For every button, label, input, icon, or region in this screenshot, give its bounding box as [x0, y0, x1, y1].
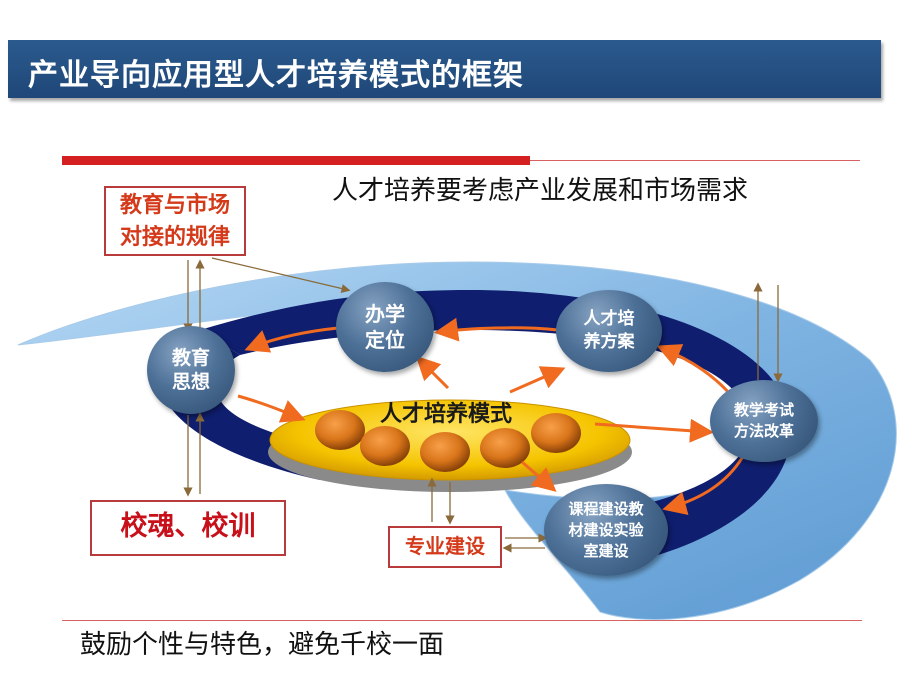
arrow-core-to-plan	[509, 366, 566, 394]
core-ball	[420, 432, 470, 472]
arrow-thought-to-core	[237, 394, 306, 423]
core-balls	[315, 410, 581, 472]
arrow-core-to-position	[415, 355, 450, 390]
page-title: 产业导向应用型人才培养模式的框架	[28, 58, 524, 93]
core-ball	[480, 428, 530, 468]
core-ball	[360, 426, 410, 466]
core-ball	[315, 410, 365, 450]
major-box: 专业建设	[388, 526, 502, 568]
node-course-construction-label: 课程建设教材建设实验室建设	[568, 499, 644, 560]
footer-text: 鼓励个性与特色，避免千校一面	[80, 630, 445, 660]
bottom-divider	[62, 620, 862, 621]
edu-market-label: 教育与市场对接的规律	[119, 193, 230, 250]
title-bar: 产业导向应用型人才培养模式的框架	[8, 40, 881, 98]
node-course-construction: 课程建设教材建设实验室建设	[544, 484, 668, 576]
node-training-plan: 人才培养方案	[556, 290, 662, 372]
arrow-core-to-course	[521, 460, 557, 492]
flow-arrows	[237, 317, 744, 515]
arrow-position-to-thought	[244, 326, 339, 353]
node-training-plan-label: 人才培养方案	[583, 309, 635, 352]
inner-band	[200, 290, 791, 560]
arrow-plan-to-position	[434, 317, 559, 342]
top-divider	[530, 160, 860, 161]
node-school-position-label: 办学定位	[365, 302, 405, 352]
subtitle: 人才培养要考虑产业发展和市场需求	[332, 176, 749, 206]
node-exam-reform: 教学考试方法改革	[710, 380, 818, 462]
node-exam-reform-label: 教学考试方法改革	[733, 401, 794, 440]
school-soul-box: 校魂、校训	[90, 500, 286, 556]
node-education-thought: 教育思想	[147, 326, 235, 414]
node-education-thought-label: 教育思想	[171, 347, 210, 393]
red-accent-line	[62, 156, 530, 165]
core-ball	[531, 413, 581, 453]
node-school-position: 办学定位	[336, 282, 434, 372]
arrow-core-to-exam	[594, 418, 714, 443]
arrow-edu-to-position	[211, 257, 351, 293]
arrow-exam-to-course	[662, 457, 744, 515]
feedback-arrows	[183, 257, 783, 553]
edu-market-box: 教育与市场对接的规律	[104, 186, 246, 256]
core-label: 人才培养模式	[379, 402, 512, 427]
